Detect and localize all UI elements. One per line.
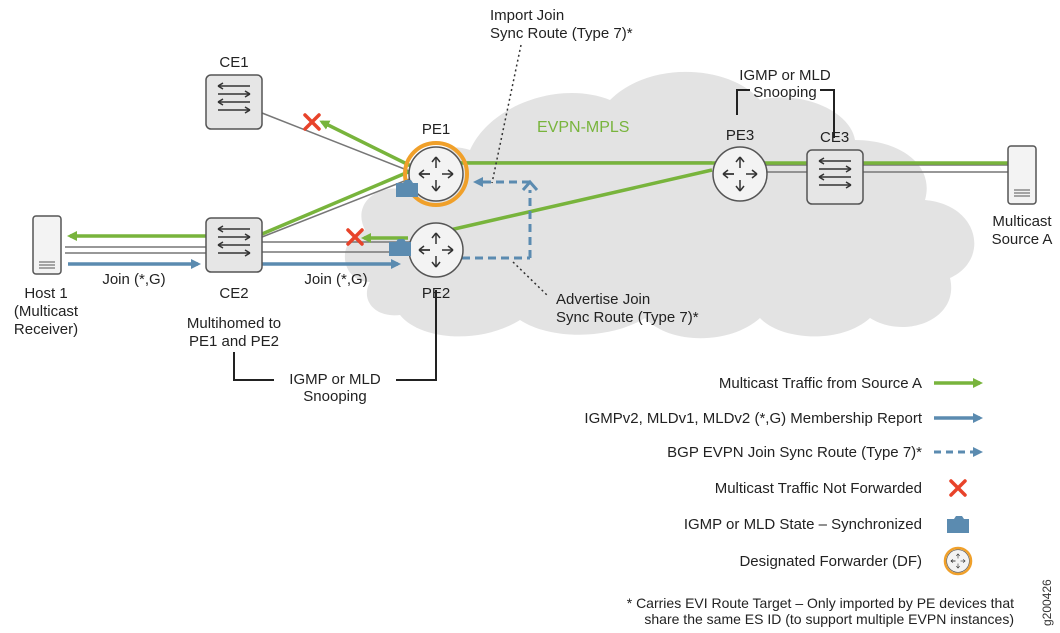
not-forwarded-x-ce1 bbox=[303, 113, 321, 131]
join-right-label: Join (*,G) bbox=[304, 271, 367, 288]
sync-route-paths bbox=[462, 177, 532, 260]
join-left-label: Join (*,G) bbox=[102, 271, 165, 288]
legend-folder-icon bbox=[947, 516, 969, 533]
pe3-router-icon bbox=[712, 146, 768, 202]
ce2-label: CE2 bbox=[219, 285, 248, 302]
legend-label-4: Multicast Traffic Not Forwarded bbox=[715, 480, 922, 497]
pe2-router-icon bbox=[408, 222, 464, 278]
source-label-line1: Multicast bbox=[992, 213, 1052, 230]
ce3-switch-icon bbox=[806, 149, 864, 205]
evpn-mpls-cloud bbox=[344, 71, 975, 339]
host1-label-line3: Receiver) bbox=[14, 321, 78, 338]
source-label-line2: Source A bbox=[992, 231, 1053, 248]
legend-label-1: Multicast Traffic from Source A bbox=[719, 375, 922, 392]
legend-label-3: BGP EVPN Join Sync Route (Type 7)* bbox=[667, 444, 922, 461]
import-note-line1: Import Join bbox=[490, 7, 564, 24]
figure-id: g200426 bbox=[1040, 579, 1054, 626]
host1-server-icon bbox=[32, 215, 62, 275]
footnote-line2: share the same ES ID (to support multipl… bbox=[644, 611, 1014, 627]
advertise-note-line2: Sync Route (Type 7)* bbox=[556, 309, 699, 326]
footnote-line1: * Carries EVI Route Target – Only import… bbox=[627, 595, 1014, 611]
callout-lines bbox=[491, 44, 549, 297]
ce2-note-line1: Multihomed to bbox=[187, 315, 281, 332]
df-ring bbox=[403, 141, 469, 207]
sync-arrowhead-up bbox=[521, 179, 539, 191]
snoop-top-line1: IGMP or MLD bbox=[739, 67, 831, 84]
ce1-label: CE1 bbox=[219, 54, 248, 71]
legend-df-icon bbox=[943, 546, 973, 576]
snoop-bottom-line1: IGMP or MLD bbox=[289, 371, 381, 388]
ce3-label: CE3 bbox=[820, 129, 849, 146]
pe3-label: PE3 bbox=[726, 127, 754, 144]
cloud-label: EVPN-MPLS bbox=[537, 119, 629, 136]
ce2-note-line2: PE1 and PE2 bbox=[189, 333, 279, 350]
legend-label-2: IGMPv2, MLDv1, MLDv2 (*,G) Membership Re… bbox=[584, 410, 922, 427]
legend-red-x-icon bbox=[949, 479, 967, 497]
snoop-top-line2: Snooping bbox=[753, 84, 816, 101]
snooping-brackets bbox=[233, 89, 835, 381]
ce2-switch-icon bbox=[205, 217, 263, 273]
advertise-note-line1: Advertise Join bbox=[556, 291, 650, 308]
snoop-bottom-line2: Snooping bbox=[303, 388, 366, 405]
host1-label-line1: Host 1 bbox=[24, 285, 67, 302]
import-note-line2: Sync Route (Type 7)* bbox=[490, 25, 633, 42]
legend-label-5: IGMP or MLD State – Synchronized bbox=[684, 516, 922, 533]
legend-label-6: Designated Forwarder (DF) bbox=[739, 553, 922, 570]
source-server-icon bbox=[1007, 145, 1037, 205]
pe2-label: PE2 bbox=[422, 285, 450, 302]
host1-label-line2: (Multicast bbox=[14, 303, 79, 320]
pe1-label: PE1 bbox=[422, 121, 450, 138]
ce1-switch-icon bbox=[205, 74, 263, 130]
legend: Multicast Traffic from Source A IGMPv2, … bbox=[584, 375, 983, 576]
